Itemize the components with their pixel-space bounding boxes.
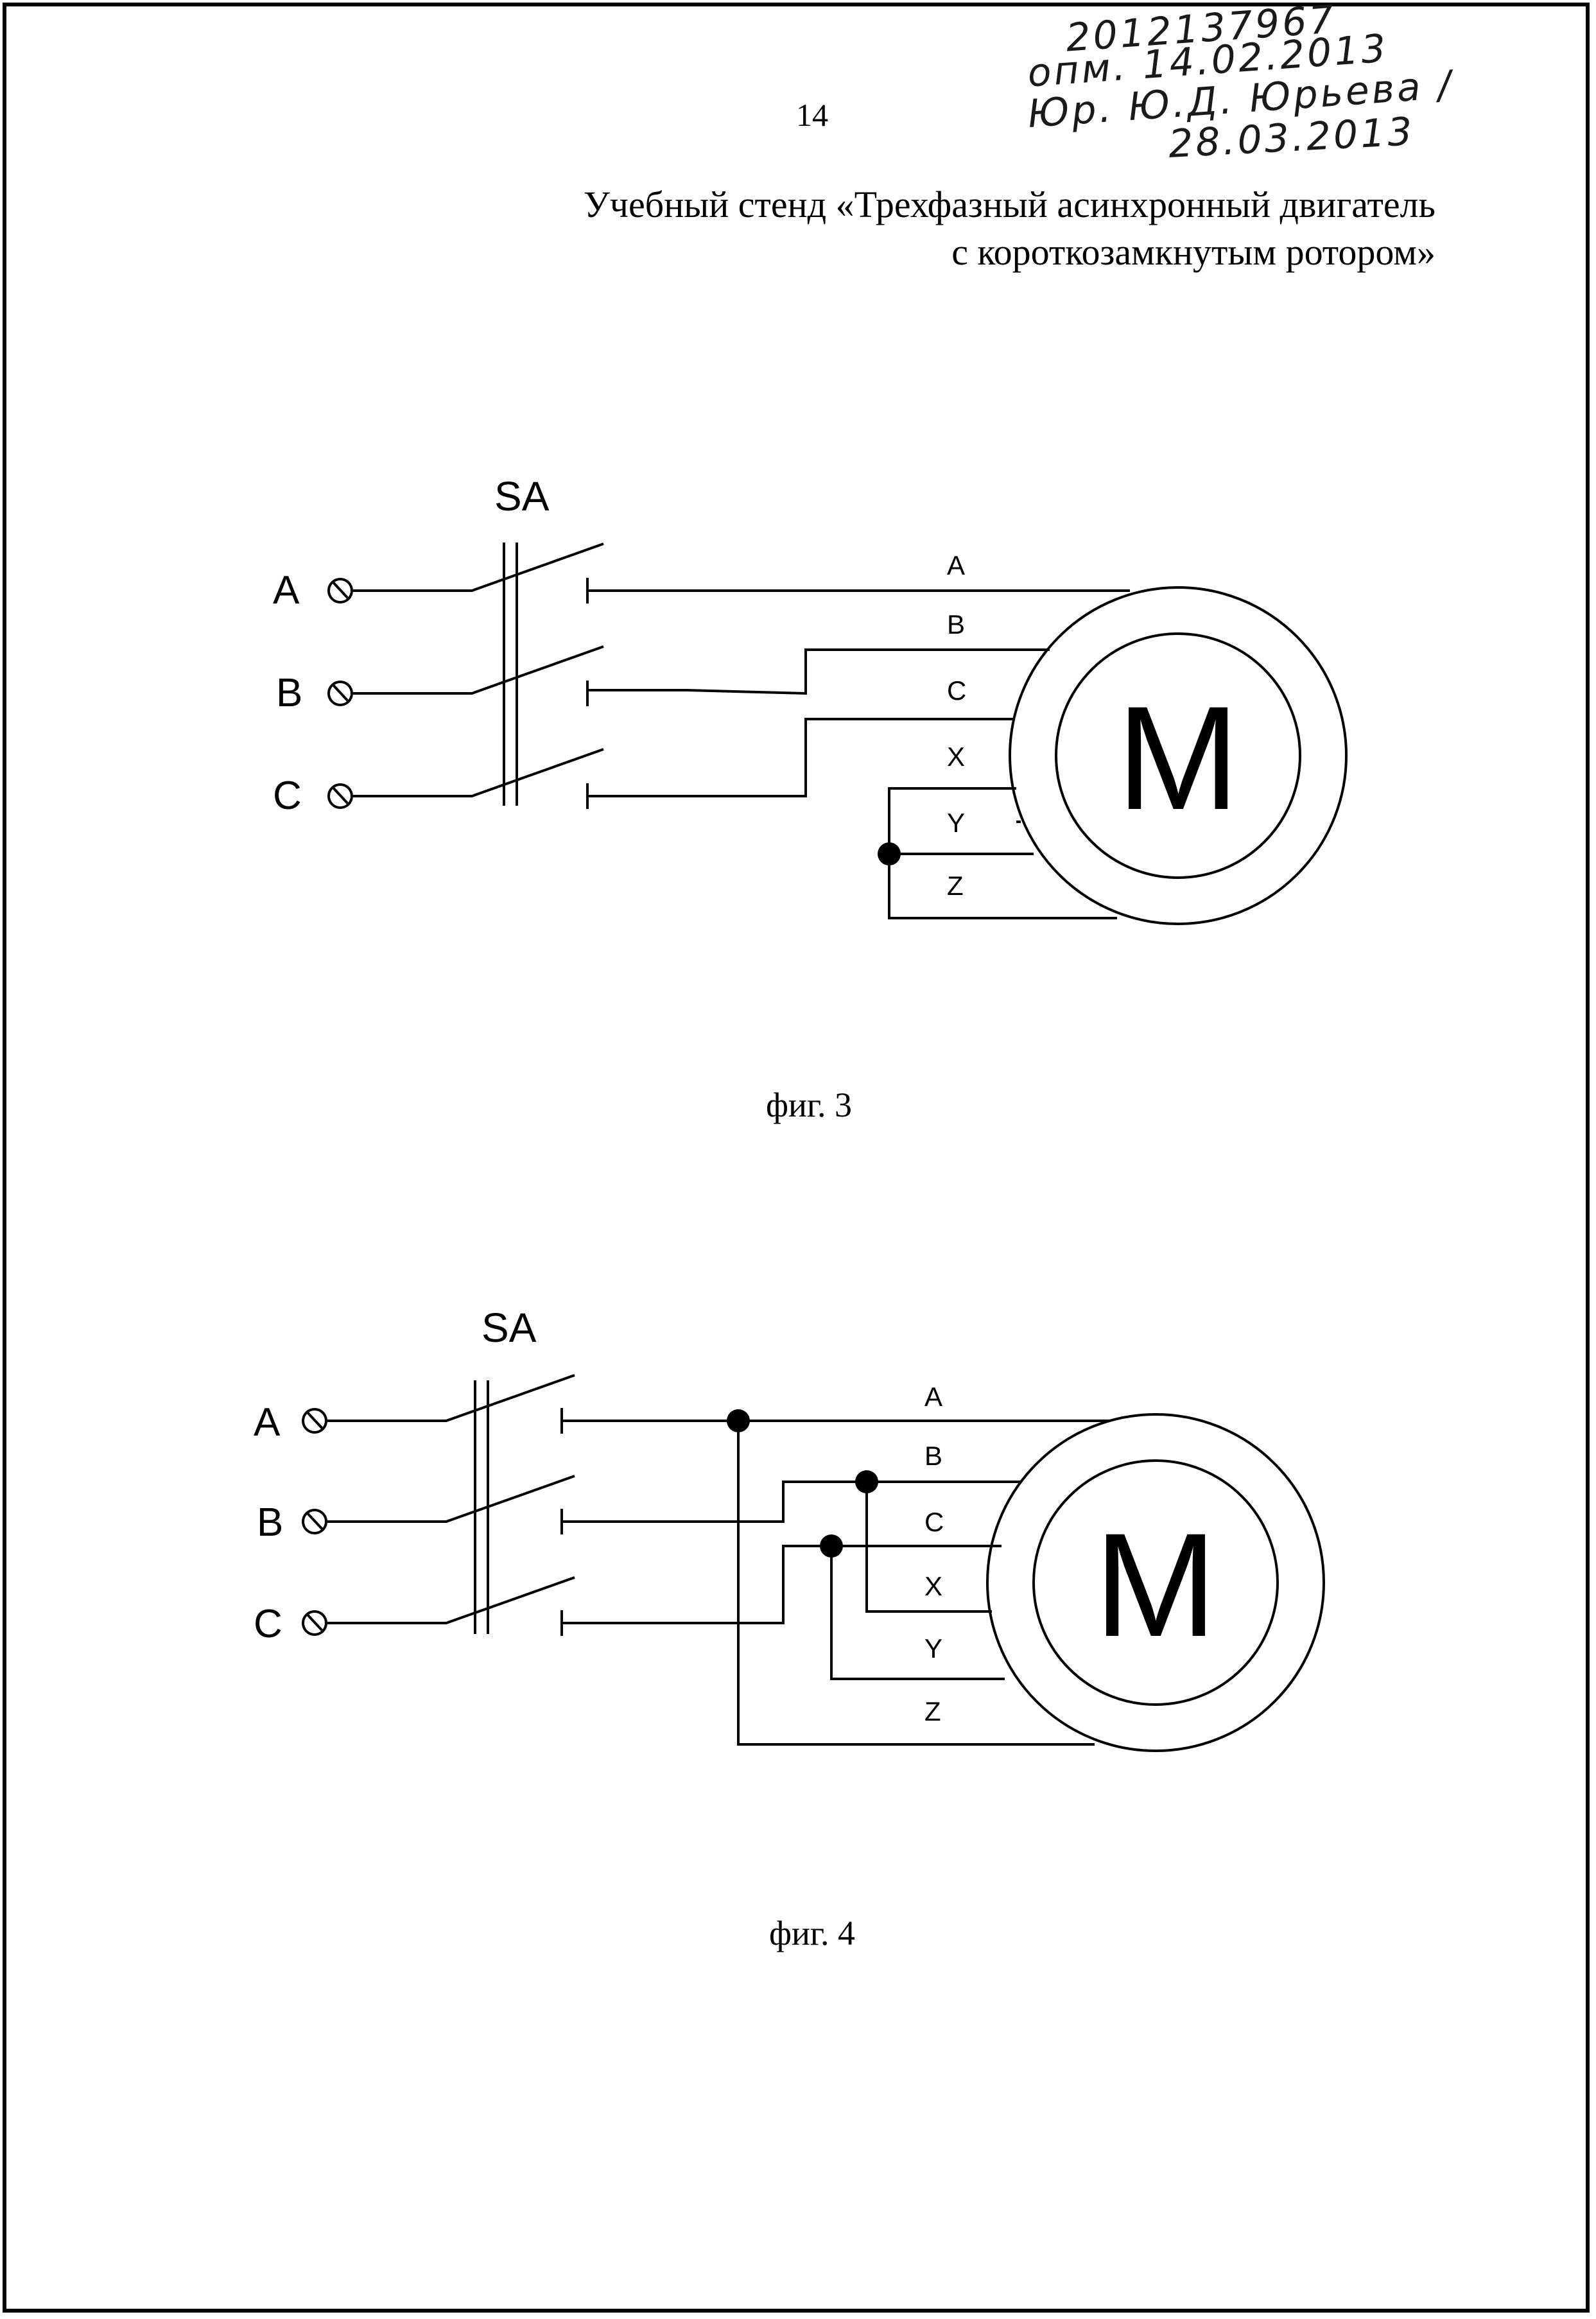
phase-label-b: B bbox=[257, 1500, 283, 1545]
junction-dot bbox=[820, 1534, 843, 1558]
wire-label-a: A bbox=[924, 1382, 942, 1412]
wire-label-z: Z bbox=[924, 1696, 941, 1726]
switch-label: SA bbox=[481, 1305, 537, 1351]
terminal-icon bbox=[303, 1409, 326, 1432]
phase-label-c: C bbox=[254, 1602, 282, 1646]
figure-4-caption: фиг. 4 bbox=[684, 1913, 941, 1953]
phase-label-a: A bbox=[254, 1400, 281, 1445]
terminal-icon bbox=[303, 1611, 326, 1635]
figure-4-diagram: SA A B C A B C X Y Z M bbox=[0, 0, 1596, 1926]
junction-dot bbox=[727, 1409, 750, 1432]
motor-label: M bbox=[1094, 1502, 1217, 1667]
wire-label-y: Y bbox=[924, 1633, 942, 1663]
junction-dot bbox=[855, 1470, 878, 1493]
wire-label-c: C bbox=[924, 1507, 944, 1537]
terminal-icon bbox=[303, 1510, 326, 1533]
wire-label-b: B bbox=[924, 1441, 942, 1471]
wire-label-x: X bbox=[924, 1571, 942, 1601]
